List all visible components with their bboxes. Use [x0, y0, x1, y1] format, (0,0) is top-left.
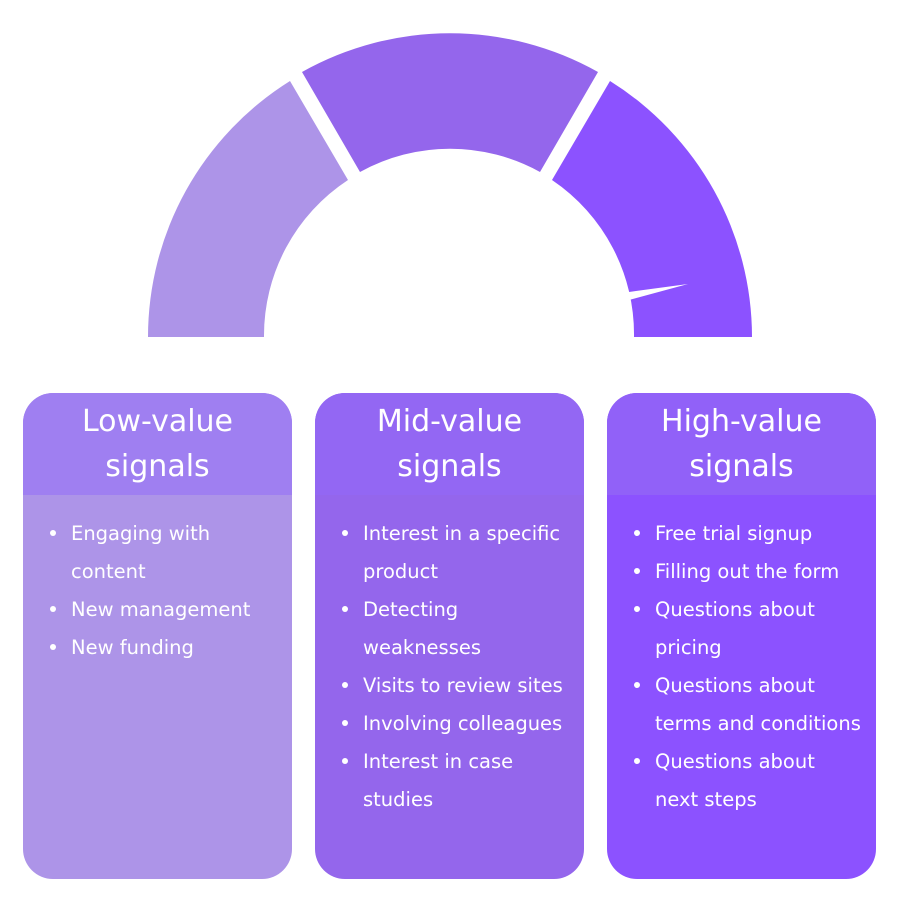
- list-item: Interest in a specific product: [341, 515, 570, 591]
- low-value-card-body: Engaging with content New management New…: [23, 495, 292, 879]
- list-item-text: Involving colleagues: [363, 712, 563, 735]
- list-item-text: Detecting weaknesses: [363, 598, 482, 659]
- card-title-line1: High-value: [661, 404, 822, 439]
- card-title: Low-value signals: [82, 399, 233, 489]
- list-item: Detecting weaknesses: [341, 591, 570, 667]
- card-title-line1: Mid-value: [376, 404, 523, 439]
- list-item-text: Visits to review sites: [363, 674, 563, 697]
- list-item-text: New funding: [71, 636, 194, 659]
- list-item: Interest in case studies: [341, 743, 570, 819]
- signal-gauge: [148, 33, 752, 337]
- bullet-dot-icon: [634, 568, 640, 574]
- bullet-dot-icon: [342, 606, 348, 612]
- list-item-text: Questions about next steps: [655, 750, 815, 811]
- list-item-text: New management: [71, 598, 251, 621]
- list-item: Free trial signup: [633, 515, 862, 553]
- bullet-dot-icon: [342, 530, 348, 536]
- mid-value-card-header: Mid-value signals: [315, 393, 584, 495]
- bullet-dot-icon: [634, 606, 640, 612]
- gauge-segment-high: [552, 81, 752, 337]
- gauge-segment-mid: [302, 33, 598, 173]
- card-title-line2: signals: [397, 449, 502, 484]
- list-item-text: Interest in case studies: [363, 750, 514, 811]
- gauge-segment-low: [148, 81, 348, 337]
- gauge-needle: [629, 284, 688, 300]
- mid-value-card-body: Interest in a specific product Detecting…: [315, 495, 584, 879]
- list-item: New management: [49, 591, 278, 629]
- bullet-dot-icon: [342, 758, 348, 764]
- card-title: High-value signals: [661, 399, 822, 489]
- signal-list: Free trial signup Filling out the form Q…: [633, 515, 862, 819]
- list-item: New funding: [49, 629, 278, 667]
- bullet-dot-icon: [50, 606, 56, 612]
- list-item-text: Questions about terms and conditions: [655, 674, 861, 735]
- card-title-line2: signals: [689, 449, 794, 484]
- list-item: Questions about terms and conditions: [633, 667, 862, 743]
- list-item-text: Filling out the form: [655, 560, 840, 583]
- signal-list: Engaging with content New management New…: [49, 515, 278, 667]
- card-title-line2: signals: [105, 449, 210, 484]
- high-value-card: High-value signals Free trial signup Fil…: [607, 393, 876, 879]
- list-item: Questions about next steps: [633, 743, 862, 819]
- list-item-text: Interest in a specific product: [363, 522, 561, 583]
- mid-value-card: Mid-value signals Interest in a specific…: [315, 393, 584, 879]
- bullet-dot-icon: [634, 530, 640, 536]
- list-item-text: Questions about pricing: [655, 598, 815, 659]
- bullet-dot-icon: [50, 644, 56, 650]
- bullet-dot-icon: [50, 530, 56, 536]
- list-item: Engaging with content: [49, 515, 278, 591]
- card-title-line1: Low-value: [81, 404, 234, 439]
- list-item: Visits to review sites: [341, 667, 570, 705]
- list-item: Involving colleagues: [341, 705, 570, 743]
- low-value-card-header: Low-value signals: [23, 393, 292, 495]
- low-value-card: Low-value signals Engaging with content …: [23, 393, 292, 879]
- list-item: Questions about pricing: [633, 591, 862, 667]
- high-value-card-header: High-value signals: [607, 393, 876, 495]
- list-item-text: Engaging with content: [71, 522, 211, 583]
- card-title: Mid-value signals: [377, 399, 522, 489]
- bullet-dot-icon: [634, 682, 640, 688]
- list-item-text: Free trial signup: [655, 522, 813, 545]
- signal-list: Interest in a specific product Detecting…: [341, 515, 570, 819]
- list-item: Filling out the form: [633, 553, 862, 591]
- bullet-dot-icon: [634, 758, 640, 764]
- bullet-dot-icon: [342, 682, 348, 688]
- bullet-dot-icon: [342, 720, 348, 726]
- high-value-card-body: Free trial signup Filling out the form Q…: [607, 495, 876, 879]
